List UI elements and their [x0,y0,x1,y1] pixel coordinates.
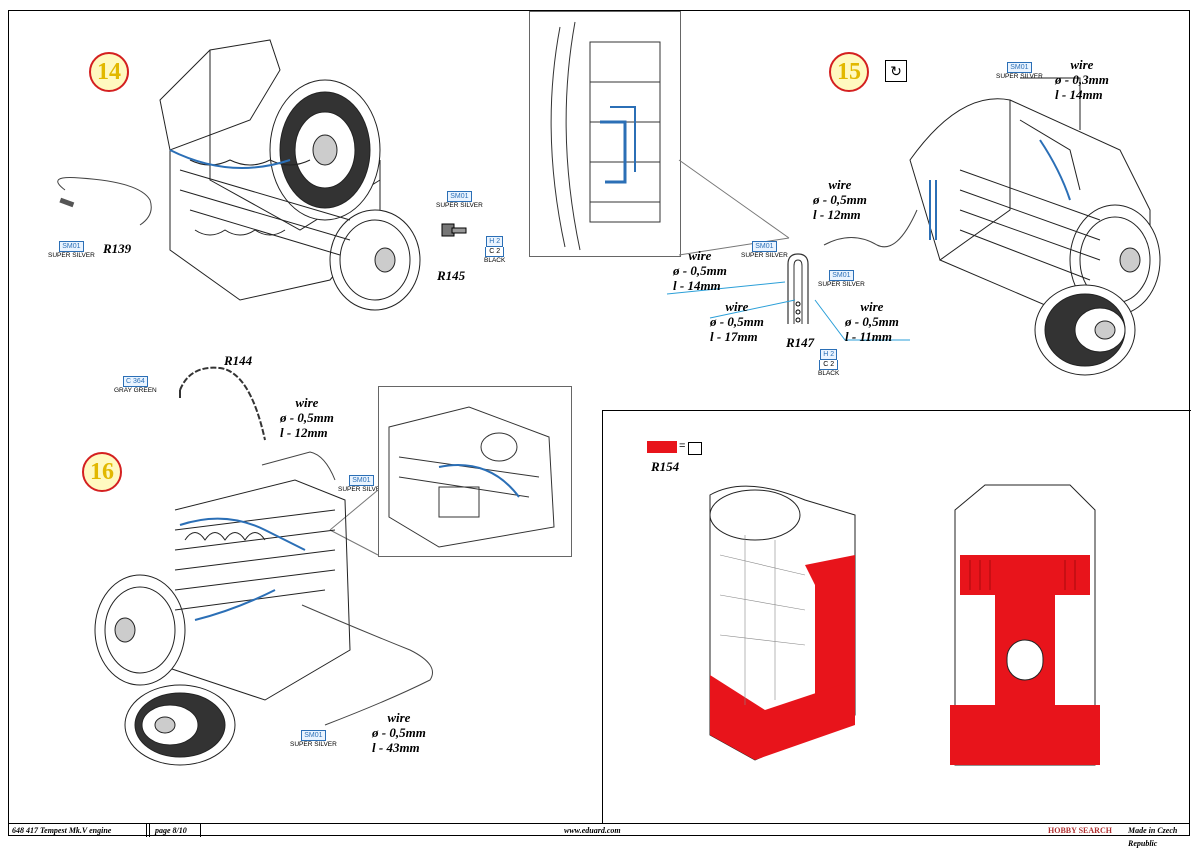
footer-watermark: HOBBY SEARCH [1048,826,1112,835]
footer-page: page 8/10 [155,826,187,835]
wire-spec-15-mid: wire ø - 0,5mm l - 12mm [813,177,867,222]
part-label-r144: R144 [224,353,253,368]
detail-inset-step15 [529,11,681,257]
wire-15-mid-drawing [823,209,918,248]
wire-spec-15-c: wire ø - 0,5mm l - 11mm [845,299,899,344]
color-callout-h2-c2-r147: H 2 C 2 BLACK [818,349,840,377]
color-callout-sm01-r139: SM01 SUPER SILVER [48,241,95,259]
wire-16-top-drawing [261,451,336,481]
detail-inset-step16 [378,386,572,557]
color-callout-sm01-15mid: SM01 SUPER SILVER [818,270,865,288]
equals-sign: = [679,440,686,452]
r154-engine-front-drawing [709,485,856,761]
r154-panel [602,410,1191,824]
detail-inset-leader [678,159,790,256]
wire-r139-drawing [57,177,152,226]
wire-spec-15-a: wire ø - 0,5mm l - 14mm [673,248,727,293]
leader-15top [1020,77,1081,130]
engine-illustration-step15 [909,98,1161,376]
engine-illustration-step14 [159,39,421,311]
decal-icon [688,442,702,455]
color-callout-sm01-16top: SM01 SUPER SILVER [338,475,385,493]
wire-r144-drawing [179,366,266,441]
wire-16-bot-drawing [301,604,433,726]
color-callout-sm01-r147: SM01 SUPER SILVER [741,241,788,259]
engine-illustration-step16 [94,479,351,766]
part-label-r147: R147 [786,335,815,350]
part-r145-drawing [441,223,467,237]
detail-inset-16-leader [329,489,379,556]
color-callout-sm01-r145: SM01 SUPER SILVER [436,191,483,209]
r154-color-swatch [647,441,677,453]
part-label-r145: R145 [437,268,466,283]
r154-engine-back-drawing [950,484,1100,766]
wire-spec-16-top: wire ø - 0,5mm l - 12mm [280,395,334,440]
color-callout-sm01-15top: SM01 SUPER SILVER [996,62,1043,80]
detail-inset-drawing [550,21,661,251]
leaders-15-left [666,281,910,341]
detail-inset-16-drawing [388,406,555,548]
wire-spec-15-top: wire ø - 0,3mm l - 14mm [1055,57,1109,102]
step-15-badge: 15 [829,52,869,92]
rotate-view-icon: ↻ [885,60,907,82]
part-r147-drawing [787,253,809,324]
step-14-badge: 14 [89,52,129,92]
color-callout-sm01-16bot: SM01 SUPER SILVER [290,730,337,748]
footer-url: www.eduard.com [564,826,621,835]
wire-spec-16-bot: wire ø - 0,5mm l - 43mm [372,710,426,755]
wire-spec-15-b: wire ø - 0,5mm l - 17mm [710,299,764,344]
page-frame [8,10,1190,836]
color-callout-h2-c2: H 2 C 2 BLACK [484,236,506,264]
footer-made-in: Made in Czech Republic [1128,826,1178,848]
step-16-badge: 16 [82,452,122,492]
page-footer: 648 417 Tempest Mk.V engine page 8/10 ww… [8,823,1190,848]
footer-kit: 648 417 Tempest Mk.V engine [12,826,112,835]
part-label-r139: R139 [103,241,132,256]
color-callout-c364: C 364 GRAY GREEN [114,376,157,394]
part-label-r154: R154 [651,459,680,474]
